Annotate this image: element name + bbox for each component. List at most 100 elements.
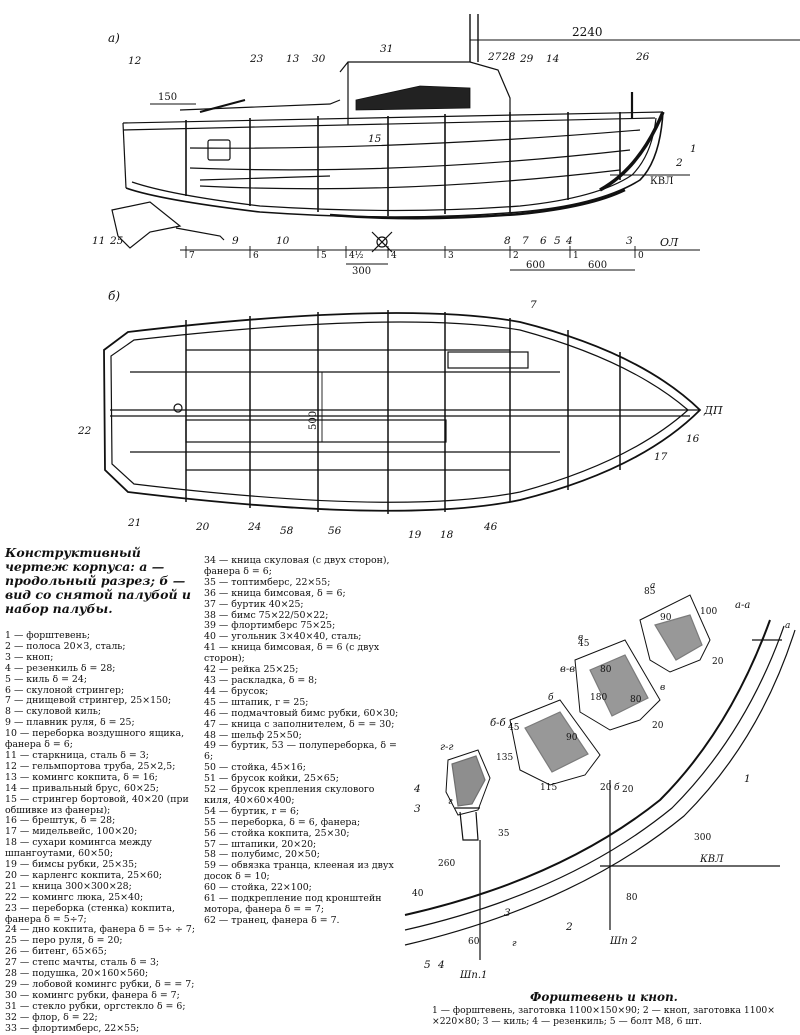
- legend-item: 39 — флортимберс 75×25;: [204, 620, 336, 632]
- legend-item: 29 — лобовой комингс рубки, δ = = 7;: [5, 979, 195, 990]
- plan-frames: [185, 310, 621, 514]
- mast-step-plan: [173, 403, 183, 413]
- svg-text:20: 20: [652, 721, 664, 731]
- svg-text:80: 80: [630, 695, 642, 705]
- legend-item: 25 — перо руля, δ = 20;: [5, 935, 123, 947]
- stem-caption-text: 1 — форштевень, заготовка 1100×150×90; 2…: [432, 1005, 775, 1027]
- legend-item: 16 — брештук, δ = 28;: [5, 815, 116, 827]
- stem-dimensions: 85 90 100 20 45 80 180 80 20 45 135 90 1…: [412, 587, 724, 947]
- legend-item: 4 — резенкиль δ = 28;: [5, 662, 116, 674]
- svg-text:5: 5: [554, 235, 561, 247]
- dp-label: ДП: [703, 404, 723, 417]
- svg-text:60: 60: [468, 937, 480, 947]
- stringer-2: [189, 149, 631, 171]
- cockpit-floor: [199, 175, 331, 181]
- kvl-label: КВЛ: [650, 176, 673, 187]
- cabin-roof: [339, 61, 511, 120]
- svg-text:5: 5: [321, 251, 327, 261]
- legend-item: 62 — транец, фанера δ = 7.: [204, 914, 340, 926]
- legend-item: 20 — карленгс кокпита, 25×60;: [5, 869, 163, 881]
- svg-text:4: 4: [437, 959, 445, 971]
- legend-item: 24 — дно кокпита, фанера δ = 5÷ ÷ 7;: [5, 924, 196, 936]
- view-a-dimensions: [150, 39, 800, 271]
- legend-item: 18 — сухари комингса между шпангоутами, …: [5, 837, 155, 860]
- legend-item: 12 — гельмпортова труба, 25×2,5;: [5, 760, 176, 772]
- dim-600-a: 600: [526, 260, 545, 271]
- legend-item: 1 — форштевень;: [5, 630, 91, 641]
- legend-right-column: 34 — кница скуловая (с двух сторон), фан…: [204, 555, 404, 927]
- svg-text:7: 7: [189, 251, 195, 261]
- legend-title: Конструктивный чертеж корпуса: а — продо…: [5, 545, 192, 616]
- svg-text:21: 21: [127, 517, 141, 529]
- svg-text:1: 1: [744, 773, 751, 785]
- svg-text:80: 80: [600, 665, 612, 675]
- dim-2240: 2240: [572, 25, 603, 39]
- section-vv-shape: [574, 639, 661, 731]
- svg-text:80: 80: [626, 893, 638, 903]
- legend-item: 61 — подкрепление под кронштейн мотора, …: [204, 893, 385, 915]
- legend-item: 13 — комингс кокпита, δ = 16;: [5, 771, 158, 783]
- svg-text:180: 180: [590, 693, 607, 703]
- legend-item: 47 — кница с заполнителем, δ = = 30;: [204, 718, 395, 730]
- cabin-window: [207, 139, 231, 161]
- shaft-ring: [376, 236, 388, 248]
- svg-text:31: 31: [380, 43, 393, 55]
- deck-beams: [186, 349, 510, 471]
- svg-text:15: 15: [368, 133, 382, 145]
- svg-text:10: 10: [276, 235, 290, 247]
- svg-text:4½: 4½: [349, 250, 364, 261]
- keel-below-gg: [459, 811, 479, 841]
- svg-text:2: 2: [675, 157, 683, 169]
- stem-mid: [404, 625, 785, 931]
- svg-text:300: 300: [694, 833, 711, 843]
- legend-item: 56 — стойка кокпита, 25×30;: [204, 827, 350, 839]
- svg-text:6: 6: [540, 235, 547, 247]
- plan-stringer: [130, 371, 560, 453]
- section-gg-shape: [445, 749, 491, 816]
- shaft-mark: [371, 231, 393, 253]
- hull-outline-inner: [110, 321, 689, 503]
- legend-item: 27 — степс мачты, сталь δ = 3;: [5, 957, 160, 969]
- svg-text:12: 12: [128, 55, 142, 67]
- svg-text:а: а: [785, 621, 790, 631]
- svg-text:100: 100: [700, 607, 717, 617]
- legend-item: 54 — буртик, r = 6;: [204, 805, 300, 817]
- svg-text:13: 13: [286, 53, 300, 65]
- legend-item: 32 — флор, δ = 22;: [5, 1011, 98, 1023]
- svg-text:3: 3: [448, 251, 454, 261]
- svg-text:г: г: [448, 797, 453, 807]
- svg-text:в: в: [660, 683, 665, 693]
- stem-callouts: 1 2 3 4 5 4 3: [413, 773, 751, 971]
- svg-text:б: б: [548, 692, 554, 703]
- station-ticks: [185, 246, 636, 258]
- svg-text:3: 3: [414, 803, 421, 815]
- svg-text:1: 1: [690, 143, 697, 155]
- legend-item: 45 — штапик, r = 25;: [204, 696, 309, 708]
- svg-text:24: 24: [247, 521, 261, 533]
- transom: [122, 122, 127, 189]
- view-a-label: а): [108, 31, 120, 45]
- svg-text:2: 2: [565, 921, 573, 933]
- dim-600-b: 600: [588, 260, 607, 271]
- legend-item: 49 — буртик, 53 — полупереборка, δ = 6;: [204, 740, 400, 763]
- svg-text:3: 3: [504, 907, 511, 919]
- legend-left-column: 1 — форштевень;2 — полоса 20×3, сталь;3 …: [5, 630, 197, 1035]
- svg-text:20: 20: [600, 783, 612, 793]
- callouts-view-a: 12 23 13 30 31 27 28 29 14 26 15 1 2 11 …: [92, 43, 697, 247]
- legend-item: 37 — буртик 40×25;: [204, 598, 304, 610]
- svg-text:28: 28: [501, 51, 516, 63]
- svg-text:в-в: в-в: [560, 664, 575, 675]
- legend-item: 19 — бимсы рубки, 25×35;: [5, 859, 138, 871]
- legend-item: 55 — переборка, δ = 6, фанера;: [204, 816, 361, 828]
- svg-text:0: 0: [638, 251, 644, 261]
- svg-text:а: а: [650, 581, 655, 591]
- legend-item: 60 — стойка, 22×100;: [204, 882, 312, 894]
- svg-text:20: 20: [622, 785, 634, 795]
- section-aa-shape: [639, 594, 711, 673]
- legend-item: 28 — подушка, 20×160×560;: [5, 968, 149, 980]
- legend-item: 42 — рейка 25×25;: [204, 664, 299, 676]
- stem-shp2-label: Шп 2: [609, 936, 637, 947]
- stem-inner: [404, 629, 796, 946]
- legend-item: 35 — топтимберс, 22×55;: [204, 576, 331, 588]
